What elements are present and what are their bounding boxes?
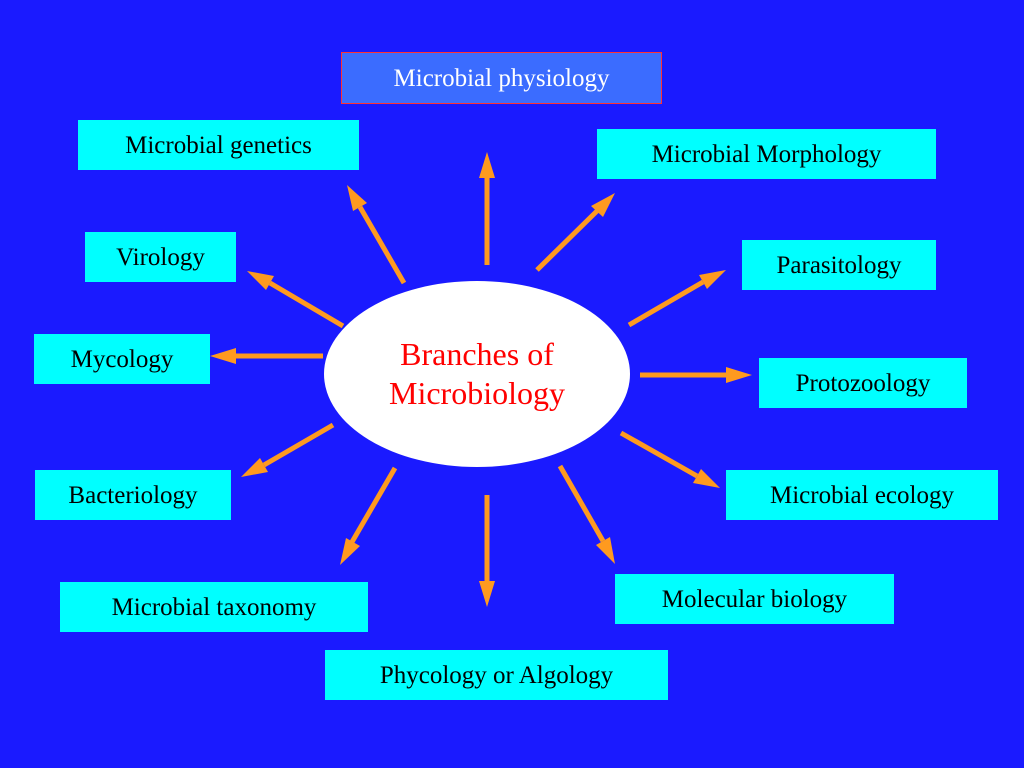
arrow-to-protozoology	[640, 367, 752, 383]
arrow-to-virology	[247, 271, 345, 329]
arrow-to-phycology	[479, 495, 495, 607]
arrow-to-physiology	[479, 152, 495, 265]
box-microbial-physiology: Microbial physiology	[341, 52, 662, 104]
box-microbial-ecology: Microbial ecology	[726, 470, 998, 520]
arrow-to-genetics	[347, 185, 407, 285]
arrow-to-morphology	[535, 193, 615, 272]
arrow-to-mycology	[210, 348, 323, 364]
box-microbial-taxonomy: Microbial taxonomy	[60, 582, 368, 632]
box-mycology-label: Mycology	[70, 345, 174, 373]
box-microbial-physiology-label: Microbial physiology	[393, 64, 610, 92]
arrow-to-molecular	[557, 464, 615, 564]
center-ellipse: Branches of Microbiology	[324, 281, 630, 467]
box-parasitology-label: Parasitology	[776, 251, 902, 279]
box-microbial-ecology-label: Microbial ecology	[770, 481, 954, 509]
box-virology-label: Virology	[116, 243, 205, 271]
box-phycology-algology: Phycology or Algology	[325, 650, 668, 700]
box-molecular-biology: Molecular biology	[615, 574, 894, 624]
arrow-to-bacteriology	[241, 422, 335, 477]
center-title-line-1: Branches of	[400, 335, 554, 372]
box-virology: Virology	[85, 232, 236, 282]
box-protozoology: Protozoology	[759, 358, 967, 408]
box-protozoology-label: Protozoology	[795, 369, 931, 397]
box-mycology: Mycology	[34, 334, 210, 384]
box-bacteriology-label: Bacteriology	[68, 481, 198, 509]
box-microbial-morphology: Microbial Morphology	[597, 129, 936, 179]
box-phycology-algology-label: Phycology or Algology	[379, 661, 614, 689]
arrow-to-parasitology	[627, 270, 726, 328]
arrow-to-taxonomy	[340, 466, 398, 565]
box-microbial-genetics-label: Microbial genetics	[125, 131, 312, 159]
box-microbial-genetics: Microbial genetics	[78, 120, 359, 170]
box-bacteriology: Bacteriology	[35, 470, 231, 520]
box-microbial-taxonomy-label: Microbial taxonomy	[111, 593, 317, 621]
box-parasitology: Parasitology	[742, 240, 936, 290]
box-molecular-biology-label: Molecular biology	[661, 585, 848, 613]
box-microbial-morphology-label: Microbial Morphology	[651, 140, 882, 168]
center-title-line-2: Microbiology	[389, 375, 565, 411]
arrow-to-ecology	[619, 430, 720, 488]
